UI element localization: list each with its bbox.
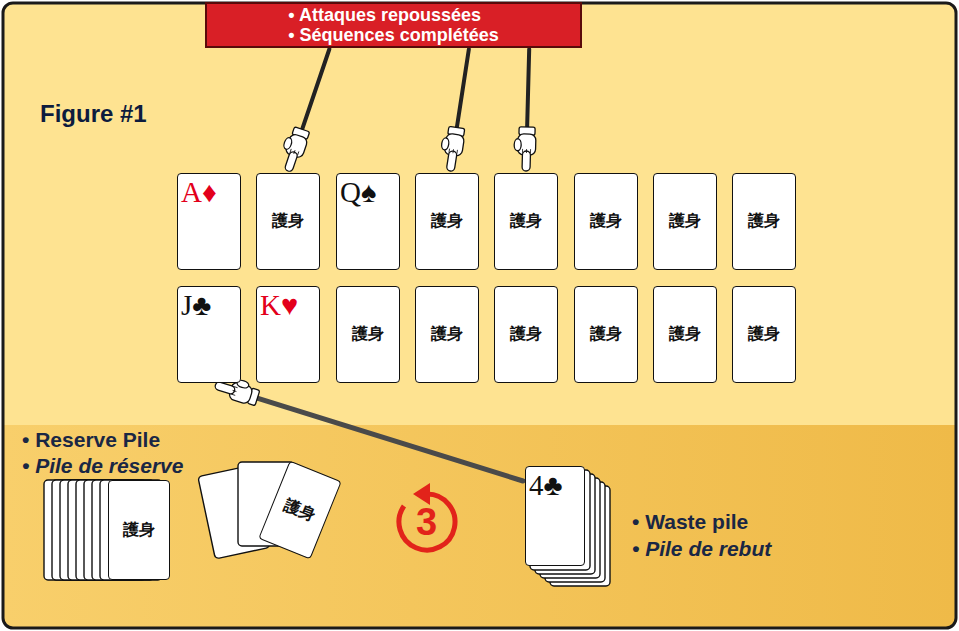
card-back-text: 護身 bbox=[748, 211, 780, 232]
pile-label: • Reserve Pile bbox=[22, 428, 160, 452]
card-back-text: 護身 bbox=[281, 494, 319, 525]
glove-finger bbox=[522, 151, 531, 171]
card-back-text: 護身 bbox=[748, 324, 780, 345]
pile-label: • Pile de réserve bbox=[22, 454, 183, 478]
glove-crease bbox=[452, 149, 454, 153]
glove-thumb bbox=[514, 139, 521, 151]
cycle-arrow bbox=[399, 483, 455, 550]
card-back-text: 護身 bbox=[431, 211, 463, 232]
glove-finger bbox=[446, 151, 457, 172]
banner-line: • Attaques repoussées bbox=[288, 5, 498, 25]
glove-thumb bbox=[441, 137, 450, 150]
glove-crease bbox=[294, 150, 295, 154]
playing-card: 護身 bbox=[653, 173, 717, 270]
glove-finger bbox=[214, 381, 235, 395]
playing-card: 護身 bbox=[494, 286, 558, 383]
playing-card: Q♠ bbox=[336, 173, 400, 270]
banner-line: • Séquences complétées bbox=[288, 25, 498, 45]
glove-crease bbox=[448, 149, 450, 153]
playing-card: 護身 bbox=[574, 173, 638, 270]
card-back-text: 護身 bbox=[272, 211, 304, 232]
glove-crease bbox=[530, 149, 531, 153]
card-back-text: 護身 bbox=[123, 520, 155, 541]
glove-crease bbox=[456, 150, 458, 154]
glove-crease bbox=[231, 394, 235, 395]
playing-card: 護身 bbox=[256, 173, 320, 270]
playing-card: 護身 bbox=[336, 286, 400, 383]
glove-crease bbox=[526, 149, 527, 153]
leader-line bbox=[235, 391, 524, 481]
card-rank: K♥ bbox=[260, 288, 298, 322]
card-rank: J♣ bbox=[181, 288, 211, 322]
pile-label: • Waste pile bbox=[632, 510, 748, 534]
pointer-hand bbox=[276, 125, 310, 174]
glove-crease bbox=[298, 151, 299, 155]
pointer-hand bbox=[514, 127, 537, 172]
card-back-text: 護身 bbox=[431, 324, 463, 345]
playing-card: 護身 bbox=[415, 286, 479, 383]
playing-card: K♥ bbox=[256, 286, 320, 383]
playing-card: 護身 bbox=[494, 173, 558, 270]
playing-card: 護身 bbox=[574, 286, 638, 383]
playing-card: J♣ bbox=[177, 286, 241, 383]
pile-band bbox=[3, 425, 956, 628]
glove-thumb bbox=[283, 137, 293, 151]
pile-label: • Pile de rebut bbox=[632, 537, 771, 561]
cycle-arc bbox=[399, 494, 455, 550]
playing-card: 護身 bbox=[653, 286, 717, 383]
pointer-hand bbox=[438, 126, 466, 173]
playing-card: A♦ bbox=[177, 173, 241, 270]
banner-text: • Attaques repoussées• Séquences complét… bbox=[288, 5, 498, 45]
card-rank: A♦ bbox=[181, 175, 217, 209]
card-back-text: 護身 bbox=[669, 211, 701, 232]
glove-crease bbox=[233, 390, 237, 391]
card-back-text: 護身 bbox=[510, 211, 542, 232]
playing-card: 護身 bbox=[108, 480, 170, 580]
card-back-text: 護身 bbox=[669, 324, 701, 345]
glove-crease bbox=[234, 387, 238, 388]
card-back-text: 護身 bbox=[510, 324, 542, 345]
frame bbox=[3, 3, 956, 628]
playing-card: 護身 bbox=[415, 173, 479, 270]
card-back-text: 護身 bbox=[352, 324, 384, 345]
playing-card: 護身 bbox=[732, 286, 796, 383]
callout-number: 3 bbox=[416, 501, 437, 545]
playing-card: 護身 bbox=[732, 173, 796, 270]
card-back-text: 護身 bbox=[590, 324, 622, 345]
card-rank: Q♠ bbox=[340, 175, 376, 209]
banner-box: • Attaques repoussées• Séquences complét… bbox=[205, 2, 582, 48]
glove-crease bbox=[290, 149, 291, 153]
glove-crease bbox=[522, 149, 523, 153]
card-back-text: 護身 bbox=[590, 211, 622, 232]
figure-title: Figure #1 bbox=[40, 100, 147, 128]
card-rank: 4♣ bbox=[529, 468, 563, 502]
glove-finger bbox=[284, 151, 298, 173]
playing-card: 4♣ bbox=[525, 466, 585, 566]
